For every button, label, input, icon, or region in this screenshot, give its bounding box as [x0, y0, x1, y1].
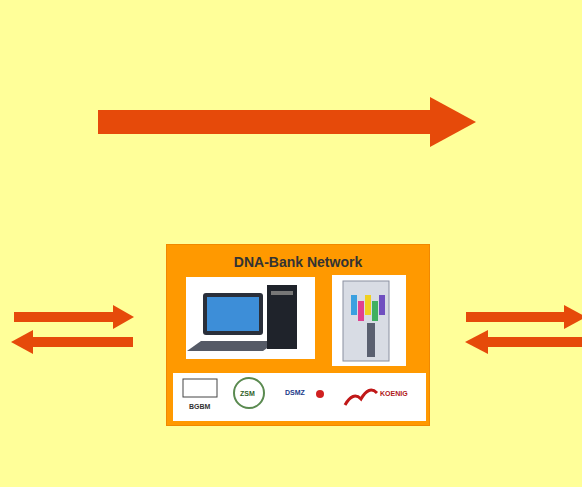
sample-tube — [358, 301, 364, 321]
logo-strip — [173, 373, 426, 421]
left-out-head — [113, 305, 134, 329]
storage-panel — [332, 275, 406, 366]
bgbm-logo — [183, 379, 217, 397]
flow-arrows — [11, 97, 582, 354]
monitor — [203, 293, 263, 335]
network-box: DNA-Bank NetworkBGBM ZSM DSMZ KOENIG — [166, 244, 430, 426]
sample-tube — [365, 295, 371, 315]
sample-tube — [372, 301, 378, 321]
left-in-head — [11, 330, 33, 354]
storage-rack — [343, 281, 389, 361]
logo-label: BGBM — [189, 403, 210, 410]
keyboard — [187, 341, 277, 351]
computer-panel — [186, 277, 315, 359]
right-out-head — [564, 305, 582, 329]
right-in-head — [465, 330, 488, 354]
left-out-arrow — [14, 312, 115, 322]
logo-label: DSMZ — [285, 389, 305, 396]
monitor-screen — [207, 297, 259, 331]
big-arrow-shaft — [98, 110, 432, 134]
sample-tube — [379, 295, 385, 315]
rack-arm — [367, 323, 375, 357]
koenig-logo — [345, 390, 377, 405]
box-title: DNA-Bank Network — [167, 245, 429, 270]
computer-tower — [267, 285, 297, 349]
right-out-arrow — [466, 312, 566, 322]
logo-label: KOENIG — [380, 390, 408, 397]
network-illustration — [167, 245, 431, 427]
sample-tube — [351, 295, 357, 315]
big-arrow-head — [430, 97, 476, 147]
drive-slot — [271, 291, 293, 295]
logo-label: ZSM — [240, 390, 255, 397]
zsm-logo — [234, 378, 264, 408]
dsmz-dot — [316, 390, 324, 398]
right-in-arrow — [486, 337, 582, 347]
left-in-arrow — [31, 337, 133, 347]
